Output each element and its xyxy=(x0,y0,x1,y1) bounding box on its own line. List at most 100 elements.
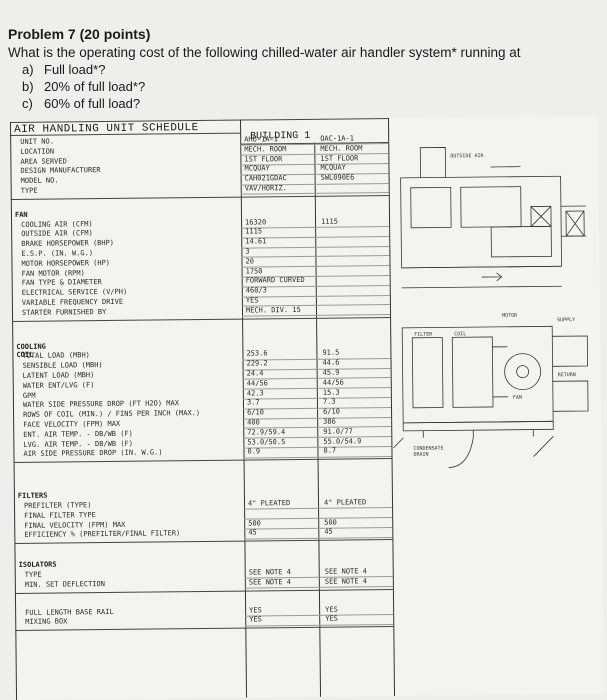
filters-value: 500 xyxy=(324,518,337,527)
coil-label: ENT. AIR TEMP. - DB/WB (F) xyxy=(23,429,133,439)
bottom-value: YES xyxy=(325,605,338,614)
coil-value: 386 xyxy=(323,417,336,426)
coil-value: 6/10 xyxy=(323,407,340,416)
isolators-label: MIN. SET DEFLECTION xyxy=(24,579,105,589)
fan-value xyxy=(322,266,392,267)
general-label: UNIT NO. xyxy=(20,137,54,146)
coil-label: WATER SIDE PRESSURE DROP (FT H2O) MAX xyxy=(22,399,179,410)
general-label: MODEL NO. xyxy=(20,176,59,186)
coil-value: 229.2 xyxy=(246,359,268,368)
bottom-value: YES xyxy=(325,614,338,624)
general-value: AHU-1A-1 xyxy=(244,135,278,144)
fan-label: FAN TYPE & DIAMETER xyxy=(21,278,102,288)
fan-value xyxy=(321,246,391,247)
bottom-label: MIXING BOX xyxy=(25,617,68,627)
general-value: OAC-1A-1 xyxy=(320,134,354,143)
bottom-value: YES xyxy=(249,615,262,624)
general-value: 1ST FLOOR xyxy=(320,153,359,163)
coil-value: 44/56 xyxy=(246,379,268,388)
filters-label: PREFILTER (TYPE) xyxy=(23,501,92,510)
question-item-a: a)Full load*? xyxy=(22,62,106,77)
bottom-label: FULL LENGTH BASE RAIL xyxy=(25,607,114,617)
filters-value xyxy=(324,508,394,509)
general-value: MCQUAY xyxy=(320,163,346,173)
general-label: TYPE xyxy=(20,186,38,195)
fan-label: ELECTRICAL SERVICE (V/PH) xyxy=(21,287,128,298)
general-value: VAV/HORIZ. xyxy=(244,184,287,193)
filters-label: FINAL FILTER TYPE xyxy=(24,510,96,520)
general-value: MECH. ROOM xyxy=(244,144,287,154)
general-value: 1ST FLOOR xyxy=(244,154,283,164)
coil-value: 91.5 xyxy=(322,348,340,358)
coil-label: ROWS OF COIL (MIN.) / FINS PER INCH (MAX… xyxy=(23,409,201,420)
isolators-value: SEE NOTE 4 xyxy=(248,568,291,577)
filters-value: 45 xyxy=(324,528,333,537)
fan-value: MECH. DIV. 15 xyxy=(245,305,301,315)
fan-value: 14.61 xyxy=(245,237,267,246)
general-value: SWL090E6 xyxy=(320,173,355,182)
filters-label: EFFICIENCY % (PREFILTER/FINAL FILTER) xyxy=(24,529,181,540)
general-label: LOCATION xyxy=(20,147,55,156)
coil-value: 44/56 xyxy=(322,378,344,387)
general-value: MCQUAY xyxy=(244,164,270,173)
filters-value xyxy=(248,509,318,510)
coil-value: 6/10 xyxy=(247,408,264,417)
fan-value xyxy=(322,275,392,276)
coil-value: 44.6 xyxy=(322,358,340,367)
coil-label: FACE VELOCITY (FPM) MAX xyxy=(23,419,121,429)
coil-value: 72.9/59.4 xyxy=(247,427,286,437)
general-value: CAH021GDAC xyxy=(244,174,287,183)
filters-value: 4" PLEATED xyxy=(247,499,291,508)
coil-value: 0.9 xyxy=(247,447,261,456)
fan-value: 1115 xyxy=(245,227,263,236)
fan-value: FORWARD CURVED xyxy=(245,276,305,285)
coil-label: WATER ENT/LVG (F) xyxy=(22,380,95,390)
isolators-value: SEE NOTE 4 xyxy=(324,567,367,576)
coil-label: SENSIBLE LOAD (MBH) xyxy=(22,361,103,371)
fan-label: STARTER FURNISHED BY xyxy=(21,307,107,317)
fan-value xyxy=(321,236,391,237)
fan-value xyxy=(321,256,391,257)
drawing-label: FILTER xyxy=(414,332,433,338)
coil-label: LVG. AIR TEMP. - DB/WB (F) xyxy=(23,439,133,449)
coil-value: 7.3 xyxy=(322,397,336,407)
fan-title: FAN xyxy=(14,210,28,219)
problem-header: Problem 7 (20 points) What is the operat… xyxy=(8,26,598,113)
fan-value xyxy=(322,305,392,306)
fan-value xyxy=(322,295,392,296)
fan-value: 460/3 xyxy=(245,286,267,295)
drawing-label: COIL xyxy=(454,331,466,337)
coil-value: 0.7 xyxy=(323,446,337,456)
question-item-b: b)20% of full load*? xyxy=(22,79,146,94)
general-label: DESIGN MANUFACTURER xyxy=(20,166,101,176)
isolators-value: SEE NOTE 4 xyxy=(248,577,292,587)
coil-value: 42.3 xyxy=(246,388,264,398)
general-value: MECH. ROOM xyxy=(320,144,363,153)
filters-value: 4" PLEATED xyxy=(323,498,367,507)
fan-value: YES xyxy=(245,296,259,305)
drawing-label: CONDENSATE xyxy=(413,445,443,451)
drawing-label: SUPPLY xyxy=(557,317,575,323)
filters-value: 45 xyxy=(248,528,257,537)
question-item-c: c)60% of full load? xyxy=(22,96,141,111)
coil-value: 91.0/77 xyxy=(323,427,353,436)
fan-label: VARIABLE FREQUENCY DRIVE xyxy=(21,297,124,307)
coil-label: TOTAL LOAD (MBH) xyxy=(22,351,90,361)
bottom-value: YES xyxy=(249,605,262,615)
general-value xyxy=(321,183,391,184)
coil-label: LATENT LOAD (MBH) xyxy=(22,371,95,380)
schedule-sheet: AIR HANDLING UNIT SCHEDULE BUILDING 1 UN… xyxy=(10,115,605,700)
fan-label: COOLING AIR (CFM) xyxy=(21,219,93,229)
isolators-value: SEE NOTE 4 xyxy=(324,577,368,586)
fan-value: 16320 xyxy=(245,217,267,227)
drawing-label: FAN xyxy=(513,395,522,401)
problem-title: Problem 7 (20 points) xyxy=(8,26,151,42)
fan-value: 20 xyxy=(245,257,254,266)
fan-value xyxy=(321,226,391,227)
isolators-label: TYPE xyxy=(24,570,42,579)
coil-value: 53.0/50.5 xyxy=(247,437,286,447)
coil-value: 24.4 xyxy=(246,369,264,378)
fan-label: E.S.P. (IN. W.G.) xyxy=(21,249,94,258)
fan-value: 1115 xyxy=(321,217,338,226)
